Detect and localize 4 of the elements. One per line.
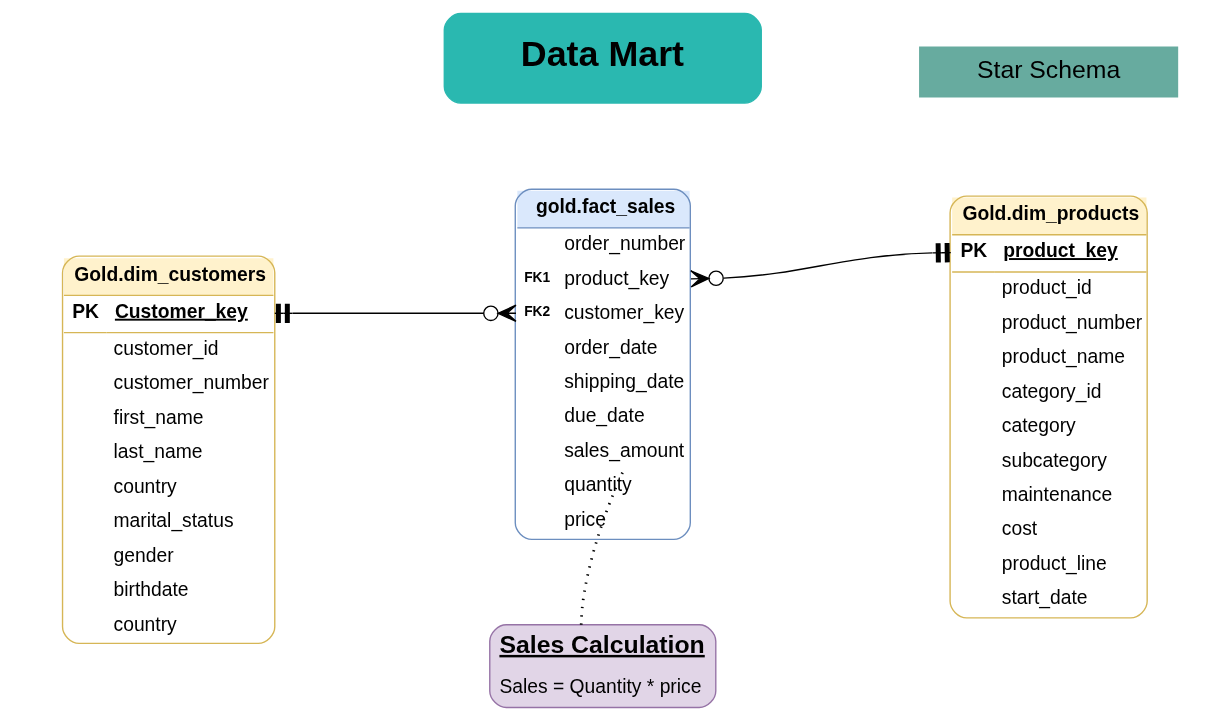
- node-box: Star Schema: [918, 46, 1178, 98]
- connector: [579, 469, 625, 625]
- node-box: Sales Calculation Sales = Quantity * price: [488, 624, 716, 709]
- node-box: Data Mart: [443, 12, 762, 104]
